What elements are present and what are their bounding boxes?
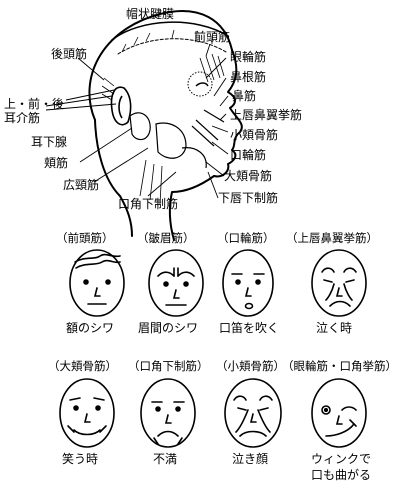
label-buccinator: 頬筋 — [44, 156, 69, 170]
label-levator-labii: 上唇鼻翼挙筋 — [230, 108, 303, 122]
face-smiling — [59, 378, 115, 448]
label-ear-muscles-1: 上・前・後 — [4, 97, 65, 111]
label-frontal: 前頭筋 — [194, 30, 231, 44]
row1-caption-3: 口笛を吹く — [219, 321, 280, 335]
label-orbicularis-oris: 口輪筋 — [230, 148, 267, 162]
label-platysma: 広頸筋 — [63, 178, 100, 192]
row1-muscle-2: （皺眉筋） — [137, 231, 195, 245]
row1-caption-4: 泣く時 — [316, 321, 353, 335]
face-brow-furrow — [148, 249, 204, 317]
face-wink — [311, 378, 367, 448]
label-ear-muscles-2: 耳介筋 — [4, 111, 41, 125]
label-procerus: 鼻根筋 — [230, 70, 267, 84]
face-whistle — [222, 249, 274, 317]
face-forehead-wrinkles — [69, 249, 125, 317]
label-zygomaticus-major: 大頬骨筋 — [224, 169, 273, 183]
row2-muscle-4: （眼輪筋・口角挙筋） — [282, 359, 397, 373]
row1-caption-2: 眉間のシワ — [138, 321, 199, 335]
row2-caption-1: 笑う時 — [62, 452, 99, 466]
label-parotid: 耳下腺 — [31, 135, 68, 149]
row1-muscle-1: （前頭筋） — [56, 231, 114, 245]
label-occipital: 後頭筋 — [51, 47, 88, 61]
row1-muscle-4: （上唇鼻翼挙筋） — [286, 231, 378, 245]
label-orbicularis-oculi: 眼輪筋 — [230, 50, 267, 64]
row2-caption-4b: 口も曲がる — [311, 468, 372, 482]
row2-caption-4a: ウィンクで — [311, 452, 372, 466]
row2-caption-3: 泣き顔 — [232, 452, 269, 466]
row2-caption-2: 不満 — [153, 452, 178, 466]
row1-caption-1: 額のシワ — [66, 321, 115, 335]
label-depressor-anguli: 口角下制筋 — [118, 197, 179, 211]
row2-muscle-3: （小頬骨筋） — [216, 359, 285, 373]
row2-muscle-1: （大頬骨筋） — [48, 359, 117, 373]
face-crying — [311, 249, 367, 317]
label-depressor-labii: 下唇下制筋 — [218, 191, 279, 205]
face-tearful — [224, 378, 282, 448]
label-zygomaticus-minor: 小頬骨筋 — [230, 128, 279, 142]
label-galea: 帽状腱膜 — [126, 7, 175, 21]
row1-muscle-3: （口輪筋） — [217, 231, 275, 245]
face-discontent — [140, 378, 196, 448]
label-nasalis: 鼻筋 — [232, 89, 257, 103]
row2-muscle-2: （口角下制筋） — [128, 359, 209, 373]
